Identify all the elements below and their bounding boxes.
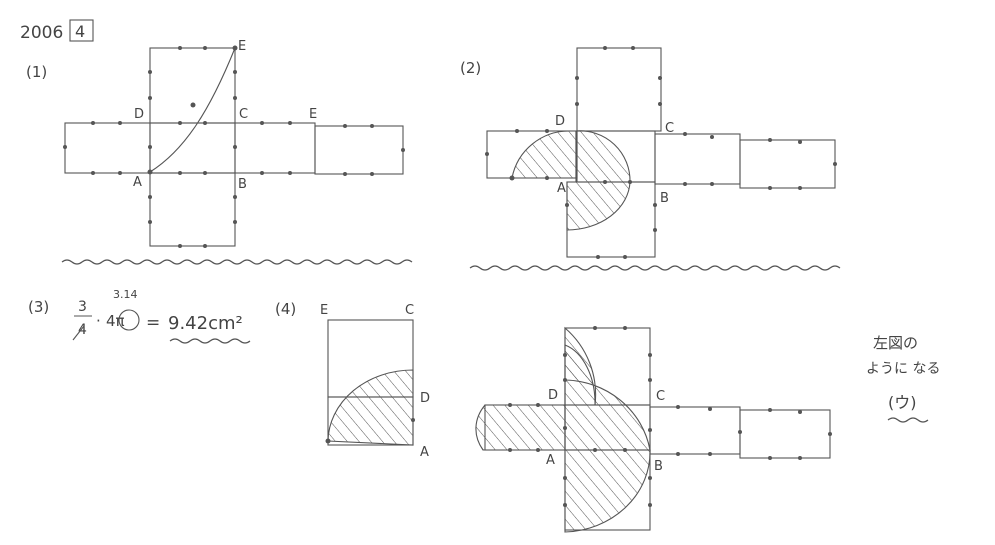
part4-vertex-d: D xyxy=(420,391,430,406)
part2-vertex-d: D xyxy=(555,114,565,129)
part2-face-bottom xyxy=(566,181,656,258)
fraction-denominator: 4 xyxy=(78,322,87,338)
part2-label: (2) xyxy=(460,59,481,77)
pi-circle-mark xyxy=(118,309,140,331)
part1-face-right xyxy=(234,122,316,174)
part2-face-far-right xyxy=(739,139,836,189)
part1-face-left xyxy=(64,122,151,174)
note-line-1: 左図の xyxy=(873,334,918,352)
part2-hatch-left xyxy=(511,130,577,179)
part2-divider-wavy xyxy=(469,265,841,271)
part1-divider-wavy xyxy=(61,259,413,265)
part2-vertex-a: A xyxy=(557,181,566,196)
part1-vertex-e-right: E xyxy=(309,107,317,122)
part4-face-figure: (4) E C D A xyxy=(275,300,430,460)
part4-hatch-left xyxy=(475,404,566,451)
part1-vertex-d: D xyxy=(134,107,144,122)
part2-face-top xyxy=(576,47,662,132)
part3-calculation: (3) 3 4 · 4π 3.14 = 9.42cm² xyxy=(28,288,251,344)
part4-vertex-a: A xyxy=(420,445,429,460)
part4-net-face-bottom xyxy=(564,449,651,531)
part2-figure: (2) D C A B xyxy=(460,46,841,271)
part1-vertex-b: B xyxy=(238,177,247,192)
part1-vertex-c: C xyxy=(239,107,248,122)
year-label: 2006 xyxy=(20,23,63,43)
part4-net-vertex-b: B xyxy=(654,459,663,474)
problem-number-box xyxy=(69,19,94,42)
part4-vertex-c: C xyxy=(405,303,414,318)
cancel-slash xyxy=(72,325,85,341)
part4-net-figure: D C A B xyxy=(475,326,832,533)
part4-net-vertex-a: A xyxy=(546,453,555,468)
part3-label: (3) xyxy=(28,298,49,316)
part1-face-bottom xyxy=(149,172,236,247)
part1-vertex-a: A xyxy=(133,175,142,190)
part4-note: 左図の ように なる (ウ) xyxy=(866,334,940,423)
part4-hatch-region xyxy=(327,369,414,446)
part4-net-face-far-right xyxy=(739,409,831,459)
fraction-numerator: 3 xyxy=(78,299,87,315)
part3-answer: 9.42cm² xyxy=(168,313,243,334)
part4-hatch-bottom xyxy=(564,449,651,533)
part4-net-vertex-c: C xyxy=(656,389,665,404)
part1-path-line xyxy=(149,47,236,173)
part2-hatch-center xyxy=(575,130,631,183)
dot-operator: · xyxy=(96,312,101,330)
part1-face-top xyxy=(149,47,236,124)
part1-face-far-right xyxy=(314,125,404,175)
part1-figure: (1) E D xyxy=(26,39,413,265)
part2-face-right xyxy=(654,133,741,185)
part1-vertex-e-top: E xyxy=(238,39,246,54)
part2-vertex-c: C xyxy=(665,121,674,136)
part4-net-vertex-d: D xyxy=(548,388,558,403)
part4-vertex-e: E xyxy=(320,303,328,318)
part2-vertex-b: B xyxy=(660,191,669,206)
pi-approximation: 3.14 xyxy=(113,288,138,301)
part4-label: (4) xyxy=(275,300,296,318)
answer-underline-wavy xyxy=(169,338,251,344)
equals-sign: = xyxy=(146,313,160,333)
part4-answer-underline-wavy xyxy=(887,417,929,423)
note-line-2: ように なる xyxy=(866,361,940,377)
part1-label: (1) xyxy=(26,63,47,81)
part2-hatch-bottom xyxy=(566,181,631,231)
part4-answer: (ウ) xyxy=(888,393,917,412)
part4-net-face-right xyxy=(649,406,741,455)
problem-number: 4 xyxy=(75,22,85,41)
